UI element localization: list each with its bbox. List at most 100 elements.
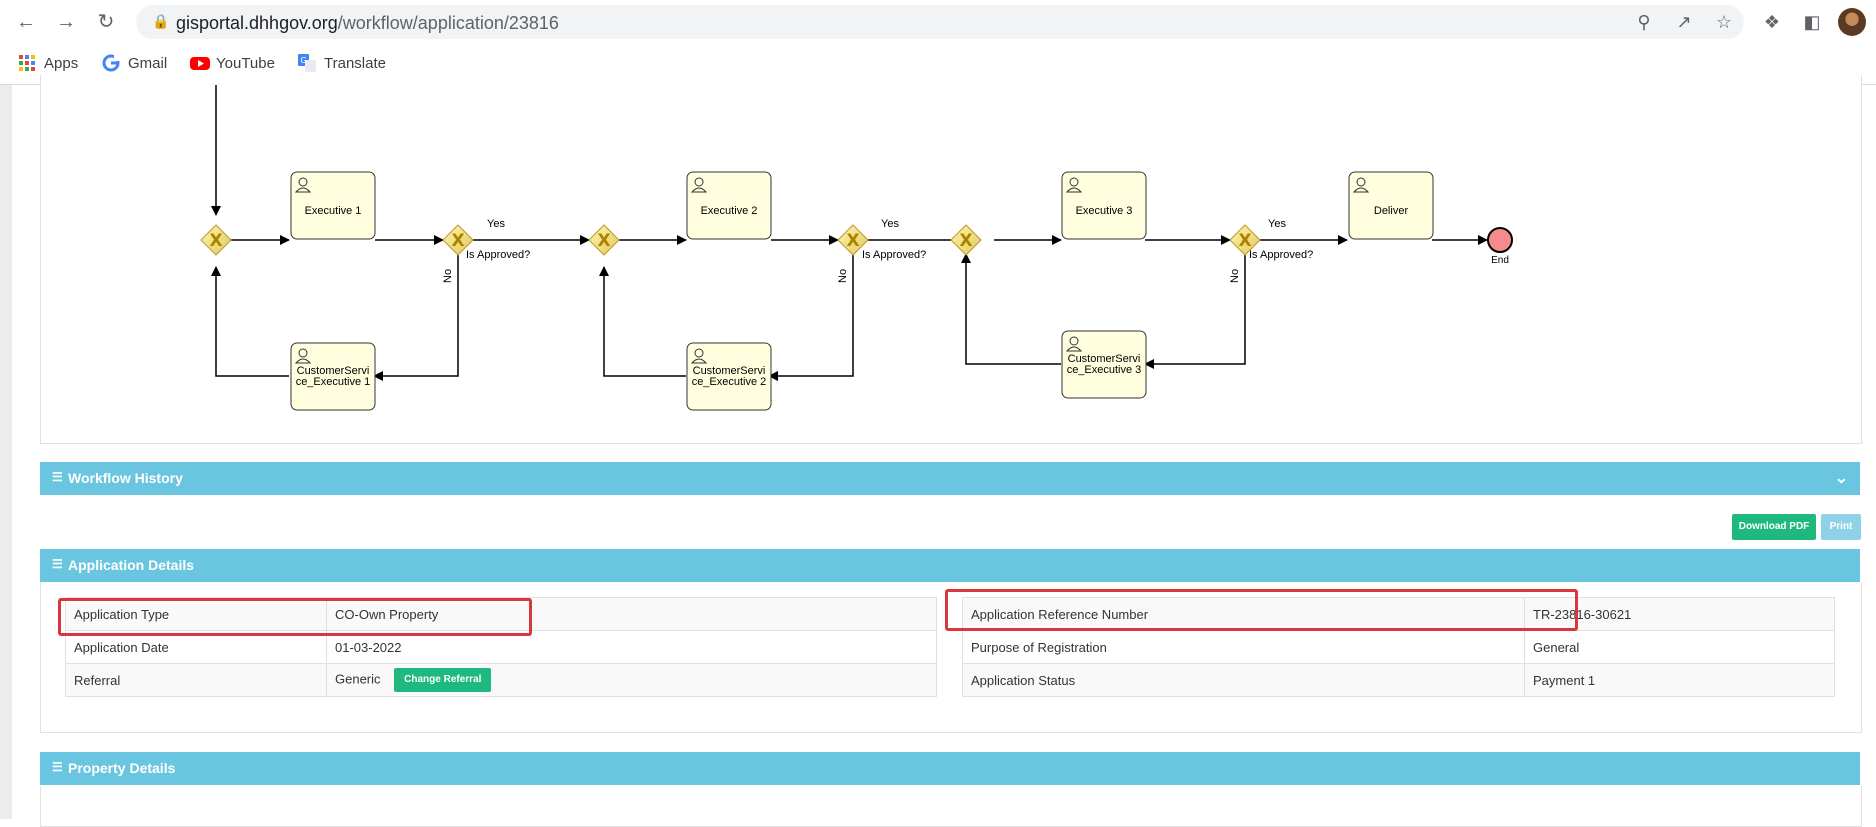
application-details-right-table: Application Reference Number TR-23816-30… [962, 597, 1835, 697]
bookmark-gmail-label: Gmail [128, 54, 168, 72]
share-icon[interactable]: ↗ [1676, 12, 1692, 32]
field-label: Purpose of Registration [962, 630, 1525, 664]
lock-icon: 🔒 [152, 13, 170, 29]
svg-text:X: X [1238, 231, 1251, 251]
download-pdf-button[interactable]: Download PDF [1732, 514, 1816, 540]
task-label: Executive 3 [1076, 205, 1133, 217]
end-label: End [1491, 255, 1509, 266]
task-customer-service-1[interactable]: CustomerServi ce_Executive 1 [290, 342, 376, 411]
field-label: Application Reference Number [962, 597, 1525, 631]
table-row: Referral Generic Change Referral [65, 663, 937, 697]
bookmark-star-icon[interactable]: ☆ [1715, 12, 1733, 32]
field-label: Application Date [65, 630, 327, 664]
property-details-panel [40, 786, 1862, 827]
field-value: 01-03-2022 [326, 630, 937, 664]
exclusive-gateway[interactable]: X [837, 224, 869, 256]
no-label: No [1229, 269, 1241, 283]
bookmark-gmail[interactable]: Gmail [102, 52, 167, 74]
task-executive-3[interactable]: Executive 3 [1061, 171, 1147, 240]
task-label: CustomerServi ce_Executive 2 [691, 366, 767, 388]
chevron-down-icon[interactable]: ⌄ [1834, 470, 1848, 487]
application-details-left-table: Application Type CO-Own Property Applica… [65, 597, 937, 697]
task-label: Deliver [1374, 205, 1409, 217]
change-referral-button[interactable]: Change Referral [394, 668, 492, 692]
bookmark-apps-label: Apps [44, 54, 79, 72]
section-title: Workflow History [68, 470, 183, 486]
url-domain: gisportal.dhhgov.org [176, 13, 338, 33]
exclusive-gateway[interactable]: X [442, 224, 474, 256]
profile-avatar[interactable] [1838, 8, 1866, 36]
yes-label: Yes [487, 218, 505, 230]
workflow-diagram-panel: X X X X X X Executive 1 Executive 2 Exec… [40, 75, 1862, 444]
no-label: No [442, 269, 454, 283]
bookmark-youtube-label: YouTube [216, 54, 275, 72]
field-value: Generic [335, 671, 381, 687]
url-text[interactable]: gisportal.dhhgov.org/workflow/applicatio… [176, 13, 559, 34]
youtube-icon [190, 54, 210, 72]
table-row: Application Reference Number TR-23816-30… [962, 597, 1835, 631]
field-label: Referral [65, 663, 327, 697]
translate-icon: G [298, 54, 316, 72]
bookmark-youtube[interactable]: YouTube [190, 52, 275, 74]
bookmark-apps[interactable]: Apps [18, 52, 78, 74]
task-label: Executive 2 [701, 205, 758, 217]
property-details-header[interactable]: ☰ Property Details [40, 752, 1860, 785]
task-label: CustomerServi ce_Executive 3 [1066, 354, 1142, 376]
task-customer-service-2[interactable]: CustomerServi ce_Executive 2 [686, 342, 772, 411]
field-value-cell: Generic Change Referral [326, 663, 937, 697]
bookmark-translate[interactable]: G Translate [298, 52, 386, 74]
exclusive-gateway[interactable]: X [950, 224, 982, 256]
side-panel-icon[interactable]: ◧ [1803, 12, 1821, 32]
user-icon [690, 177, 708, 193]
bookmark-translate-label: Translate [324, 54, 386, 72]
field-value: General [1524, 630, 1835, 664]
user-icon [294, 348, 312, 364]
list-icon: ☰ [52, 760, 63, 774]
user-icon [690, 348, 708, 364]
user-icon [294, 177, 312, 193]
list-icon: ☰ [52, 470, 63, 484]
user-icon [1065, 336, 1083, 352]
user-icon [1352, 177, 1370, 193]
browser-chrome: ← → ↻ 🔒 gisportal.dhhgov.org/workflow/ap… [0, 0, 1876, 85]
application-details-header[interactable]: ☰ Application Details [40, 549, 1860, 582]
is-approved-label: Is Approved? [1249, 249, 1313, 261]
google-g-icon [102, 54, 120, 72]
table-row: Purpose of Registration General [962, 630, 1835, 664]
table-row: Application Status Payment 1 [962, 663, 1835, 697]
field-label: Application Type [65, 597, 327, 631]
is-approved-label: Is Approved? [862, 249, 926, 261]
list-icon: ☰ [52, 557, 63, 571]
exclusive-gateway[interactable]: X [1229, 224, 1261, 256]
table-row: Application Date 01-03-2022 [65, 630, 937, 664]
end-event[interactable]: End [1487, 227, 1513, 266]
is-approved-label: Is Approved? [466, 249, 530, 261]
reload-icon[interactable]: ↻ [97, 11, 115, 33]
field-value: CO-Own Property [326, 597, 937, 631]
field-label: Application Status [962, 663, 1525, 697]
zoom-icon[interactable]: ⚲ [1637, 12, 1651, 32]
sequence-flows [211, 85, 1488, 381]
svg-text:X: X [597, 231, 610, 251]
section-title: Application Details [68, 557, 195, 573]
forward-icon[interactable]: → [56, 11, 76, 33]
table-row: Application Type CO-Own Property [65, 597, 937, 631]
task-label: CustomerServi ce_Executive 1 [295, 366, 371, 388]
workflow-diagram: X X X X X X Executive 1 Executive 2 Exec… [200, 85, 1513, 411]
svg-text:X: X [451, 231, 464, 251]
field-value: Payment 1 [1524, 663, 1835, 697]
print-button[interactable]: Print [1821, 514, 1861, 540]
exclusive-gateway[interactable]: X [588, 224, 620, 256]
exclusive-gateway[interactable]: X [200, 224, 232, 256]
task-label: Executive 1 [305, 205, 362, 217]
extensions-icon[interactable]: ❖ [1763, 12, 1781, 32]
url-path: /workflow/application/23816 [337, 13, 559, 33]
task-executive-2[interactable]: Executive 2 [686, 171, 772, 240]
task-deliver[interactable]: Deliver [1348, 171, 1434, 240]
no-label: No [837, 269, 849, 283]
task-executive-1[interactable]: Executive 1 [290, 171, 376, 240]
back-icon[interactable]: ← [16, 11, 36, 33]
task-customer-service-3[interactable]: CustomerServi ce_Executive 3 [1061, 330, 1147, 399]
address-bar[interactable]: 🔒 gisportal.dhhgov.org/workflow/applicat… [136, 5, 1744, 39]
workflow-history-header[interactable]: ☰ Workflow History ⌄ [40, 462, 1860, 495]
